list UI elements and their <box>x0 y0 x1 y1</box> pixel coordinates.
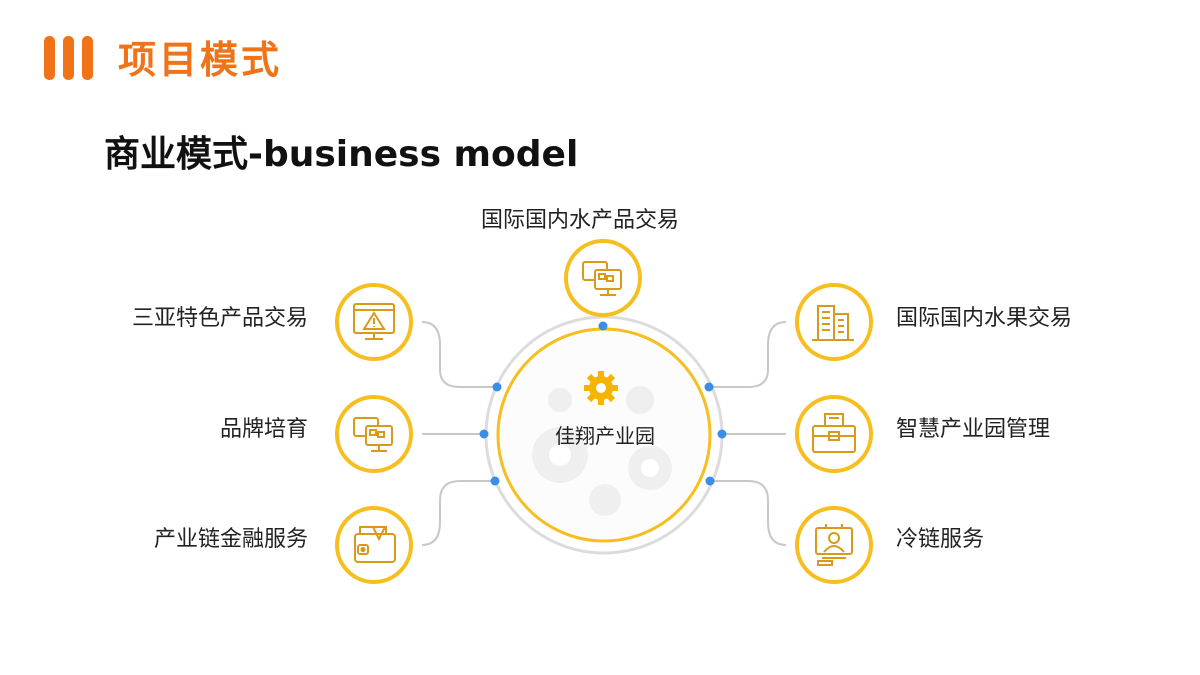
title-bar <box>44 36 55 80</box>
title-bar <box>63 36 74 80</box>
node-label-right-2: 智慧产业园管理 <box>896 417 1051 442</box>
wallet-icon <box>354 526 396 563</box>
page-title: 项目模式 <box>118 38 283 82</box>
node-left-1 <box>335 283 413 361</box>
connector-left-1 <box>421 321 497 388</box>
center-label: 佳翔产业园 <box>555 424 655 448</box>
warning-monitor-icon <box>353 303 395 340</box>
node-label-left-3: 产业链金融服务 <box>153 527 308 552</box>
node-label-right-3: 冷链服务 <box>896 527 985 552</box>
node-label-top: 国际国内水产品交易 <box>481 208 680 233</box>
node-label-left-2: 品牌培育 <box>219 417 308 442</box>
connectors <box>421 321 787 546</box>
monitors-icon <box>353 417 393 452</box>
node-top <box>564 239 642 317</box>
connector-left-3 <box>421 480 495 546</box>
node-label-left-1: 三亚特色产品交易 <box>131 306 308 331</box>
connector-right-1 <box>709 321 787 388</box>
node-right-1 <box>795 283 873 361</box>
title-bars-decoration <box>44 36 94 80</box>
center-node <box>484 315 724 555</box>
node-right-2 <box>795 395 873 473</box>
connector-dots <box>479 321 727 486</box>
title-bar <box>82 36 93 80</box>
buildings-icon <box>812 305 854 341</box>
node-left-2 <box>335 395 413 473</box>
node-left-3 <box>335 506 413 584</box>
node-right-3 <box>795 506 873 584</box>
connector-right-3 <box>710 480 787 546</box>
support-agent-icon <box>815 524 853 566</box>
monitors-icon <box>582 261 622 296</box>
node-label-right-1: 国际国内水果交易 <box>896 306 1073 331</box>
gear-icon <box>584 371 618 405</box>
section-subtitle: 商业模式-business model <box>104 134 579 175</box>
briefcase-icon <box>812 413 856 453</box>
